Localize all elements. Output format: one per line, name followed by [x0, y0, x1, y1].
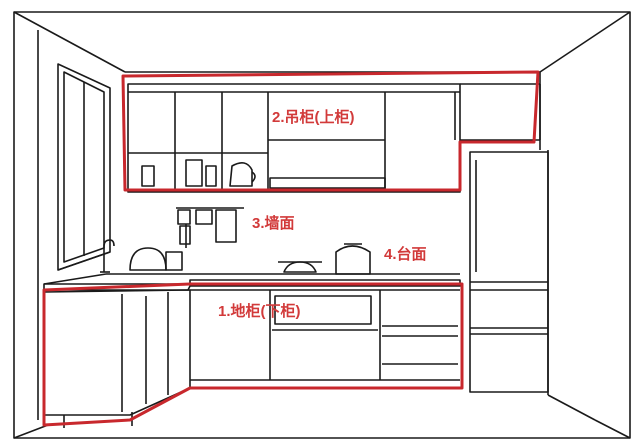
upper-cabinet-label: 2.吊柜(上柜)	[272, 109, 355, 126]
counter-appliances	[129, 243, 371, 275]
shelf-items	[141, 159, 256, 187]
upper-cabinets	[127, 83, 541, 193]
upper-cabinet-outline	[121, 70, 540, 192]
faucet	[100, 239, 115, 273]
utensil-rack	[176, 207, 244, 248]
highlight-outlines	[42, 70, 540, 427]
refrigerator	[469, 151, 549, 393]
base-cabinets	[43, 289, 460, 428]
window	[57, 63, 111, 271]
wall-label: 3.墙面	[252, 215, 295, 232]
base-cabinet-label: 1.地柜(下柜)	[218, 303, 301, 320]
countertop-label: 4.台面	[384, 246, 427, 263]
base-cabinet-outline	[42, 282, 464, 427]
